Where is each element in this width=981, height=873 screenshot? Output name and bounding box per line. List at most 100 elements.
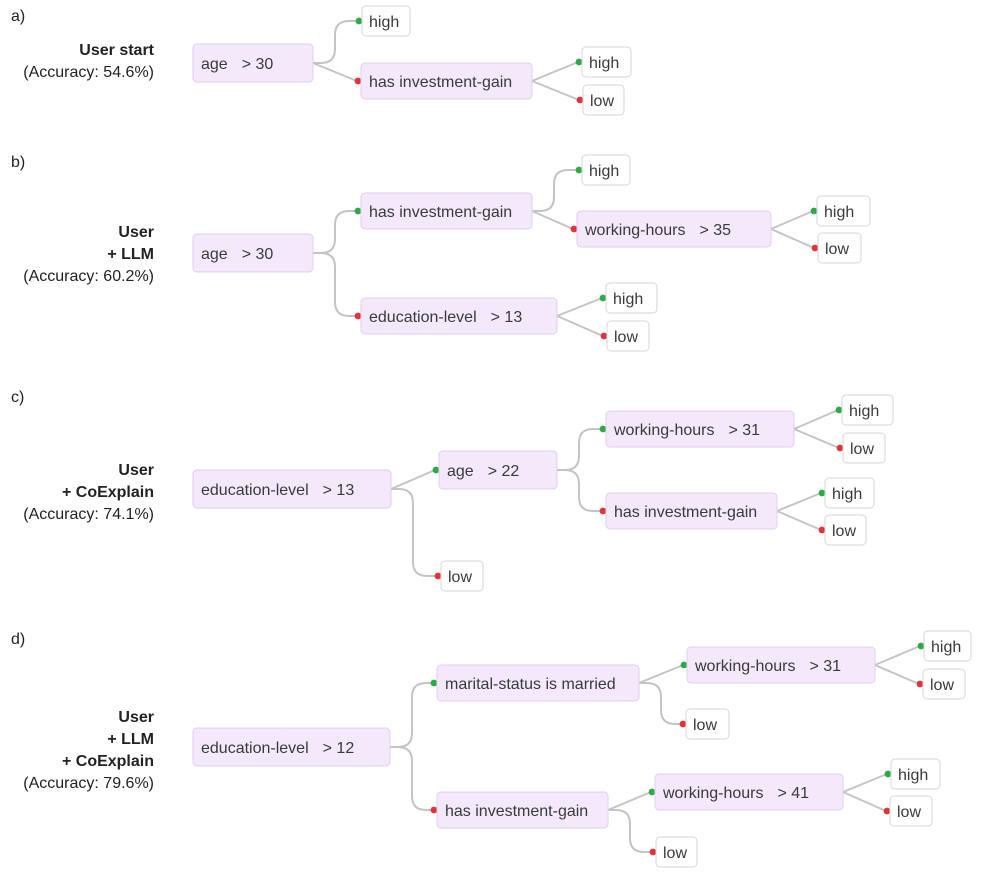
node-box [438,450,558,490]
true-branch-dot [432,466,440,474]
leaf-node[interactable]: low [817,232,862,264]
feature-label: has investment-gain [614,504,757,521]
leaf-label: low [850,441,874,458]
leaf-label: high [369,14,399,31]
node-box [440,560,484,592]
leaf-label: high [613,291,643,308]
leaf-node[interactable]: high [361,5,411,37]
edge-d7-d8 [842,773,888,793]
threshold-label: > 31 [728,422,760,439]
feature-label: education-level [201,482,309,499]
condition-node[interactable]: working-hours> 35 [576,210,772,248]
leaf-node[interactable]: high [923,630,972,662]
true-branch-dot [575,58,583,66]
leaf-label: low [832,523,856,540]
edge-b0-b1 [313,210,357,254]
feature-label: working-hours [584,222,685,239]
node-box [890,758,941,790]
leaf-label: low [614,329,638,346]
node-box [606,320,650,352]
node-box [605,282,658,314]
threshold-label: > 30 [242,56,274,73]
node-box [841,394,894,426]
leaf-node[interactable]: low [606,320,650,352]
false-branch-dot [570,225,578,233]
edge-b0-b6 [313,252,357,317]
edge-d6-d10 [608,809,652,853]
leaf-node[interactable]: high [605,282,658,314]
panel-title-line: + LLM [107,731,154,748]
condition-node[interactable]: age> 30 [192,233,314,273]
feature-label: age [201,246,228,263]
feature-label: age [447,463,474,480]
panel-accuracy: (Accuracy: 79.6%) [23,775,154,792]
leaf-node[interactable]: high [816,195,871,227]
node-box [816,195,871,227]
leaf-node[interactable]: low [440,560,484,592]
edge-c5-c6 [776,492,822,512]
feature-label: working-hours [694,658,795,675]
edge-c1-c2 [557,428,602,471]
leaf-node[interactable]: high [841,394,894,426]
condition-node[interactable]: education-level> 13 [360,297,558,335]
leaf-node[interactable]: low [582,84,625,116]
node-layer: age > 30 high has investment-gain high low age… [192,5,972,868]
leaf-label: high [832,486,862,503]
leaf-node[interactable]: low [842,432,886,464]
edge-c0-c1 [390,469,436,490]
condition-node[interactable]: working-hours> 41 [654,773,844,811]
leaf-label: low [930,677,954,694]
leaf-node[interactable]: high [824,477,875,509]
edge-d7-d9 [842,791,887,812]
panel-title-line: User [118,709,154,726]
leaf-node[interactable]: high [890,758,941,790]
leaf-label: high [849,403,879,420]
condition-node[interactable]: has investment-gain [360,192,533,230]
feature-label: age [201,56,228,73]
condition-node[interactable]: working-hours> 31 [605,410,795,448]
true-branch-dot [575,166,583,174]
leaf-node[interactable]: low [685,708,730,740]
false-branch-dot [679,720,687,728]
leaf-node[interactable]: low [655,836,698,868]
condition-node[interactable]: education-level> 12 [192,727,391,767]
panel-title-line: User [118,224,154,241]
condition-node[interactable]: has investment-gain [605,492,778,530]
condition-node[interactable]: age > 30 [192,43,314,83]
node-box [686,646,876,684]
leaf-node[interactable]: low [922,668,966,700]
panel-accuracy: (Accuracy: 74.1%) [23,506,154,523]
condition-node[interactable]: working-hours> 31 [686,646,876,684]
edge-c5-c7 [776,510,822,531]
leaf-label: high [824,204,854,221]
true-branch-dot [917,642,925,650]
condition-node[interactable]: marital-status is married [436,664,640,702]
edge-d2-d4 [874,664,920,685]
node-box [685,708,730,740]
leaf-label: low [897,804,921,821]
condition-node[interactable]: age > 22 [438,450,558,490]
panel-letter-d: d) [11,631,26,648]
node-box [436,791,609,829]
true-branch-dot [354,207,362,215]
false-branch-dot [430,806,438,814]
edge-b6-b7 [556,297,603,317]
false-branch-dot [354,77,362,85]
true-branch-dot [648,788,656,796]
false-branch-dot [354,312,362,320]
leaf-node[interactable]: low [824,514,867,546]
leaf-node[interactable]: high [581,154,631,186]
node-box [922,668,966,700]
condition-node[interactable]: education-level> 13 [192,469,392,509]
node-box [576,210,772,248]
condition-node[interactable]: has investment-gain [436,791,609,829]
edge-b1-b2 [532,169,578,212]
threshold-label: > 12 [323,740,355,757]
threshold-label: > 22 [488,463,520,480]
feature-label: has investment-gain [445,803,588,820]
leaf-node[interactable]: low [889,795,933,827]
false-branch-dot [916,680,924,688]
condition-node[interactable]: has investment-gain [360,62,533,100]
true-branch-dot [835,406,843,414]
leaf-node[interactable]: high [581,46,632,78]
